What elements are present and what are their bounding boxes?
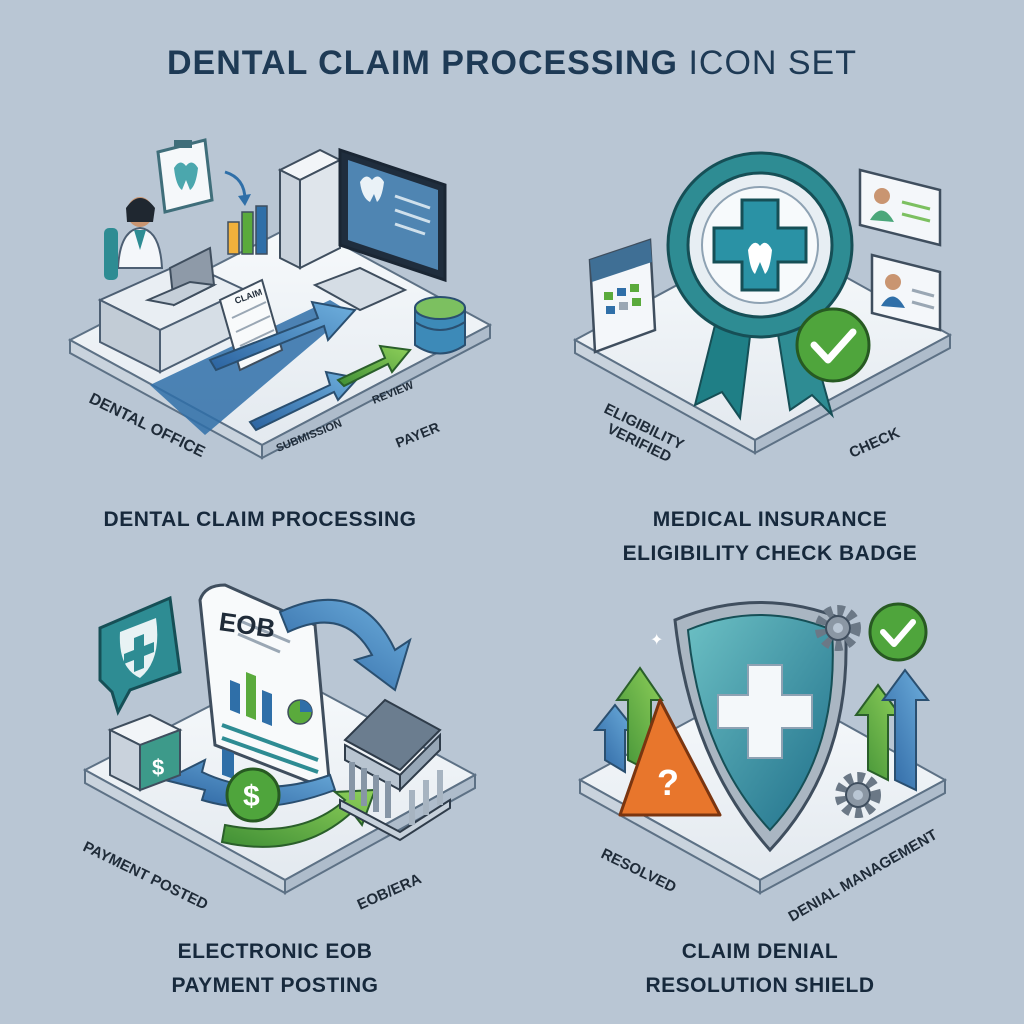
check-circle-icon — [868, 602, 928, 662]
id-card-icon-2 — [870, 253, 942, 332]
eob-era-label: EOB/ERA — [355, 870, 425, 913]
warning-triangle-icon: ? — [618, 698, 722, 817]
svg-text:?: ? — [657, 762, 679, 803]
page-title: DENTAL CLAIM PROCESSING ICON SET — [0, 44, 1024, 83]
payer-label: PAYER — [393, 419, 442, 451]
shield-icon — [673, 601, 848, 853]
icon-dental-claim-processing: CLAIM DENTAL OFFICE SUBMISSION REVIEW PA… — [67, 138, 493, 461]
payment-posted-label: PAYMENT POSTED — [80, 838, 210, 913]
caption-line: ELIGIBILITY CHECK BADGE — [622, 542, 918, 565]
dollar-sign-icon: $ — [152, 755, 164, 780]
bank-icon — [339, 698, 451, 842]
check-label: CHECK — [847, 424, 903, 461]
database-icon — [414, 296, 466, 355]
caption-line: MEDICAL INSURANCE — [652, 508, 888, 531]
caption-line: RESOLUTION SHIELD — [645, 974, 875, 997]
calendar-icon — [588, 238, 657, 354]
icon-eob-payment-posting: EOB $ $ PAYMENT POSTED EOB/ERA — [80, 583, 478, 914]
gear-icon — [815, 605, 861, 651]
tooth-clipboard — [156, 138, 214, 214]
gear-icon-2 — [835, 772, 881, 818]
icon-denial-resolution-shield: ? ✦ RESOLVED DENIAL MANAGEMENT — [577, 601, 948, 925]
caption-line: DENTAL CLAIM PROCESSING — [103, 508, 417, 531]
cash-register-icon — [107, 713, 183, 792]
caption-line: ELECTRONIC EOB — [177, 940, 373, 963]
page-title-light: ICON SET — [688, 44, 858, 82]
caption-line: CLAIM DENIAL — [681, 940, 839, 963]
caption-eob-payment-posting: ELECTRONIC EOB PAYMENT POSTING — [40, 935, 510, 1003]
svg-text:$: $ — [243, 780, 260, 813]
icon-eligibility-badge: ELIGIBILITY VERIFIED CHECK — [572, 151, 953, 466]
caption-line: PAYMENT POSTING — [171, 974, 379, 997]
resolved-label: RESOLVED — [598, 845, 679, 896]
caption-dental-claim-processing: DENTAL CLAIM PROCESSING — [40, 503, 480, 537]
page-title-bold: DENTAL CLAIM PROCESSING — [166, 44, 678, 82]
dentist-figure — [104, 197, 164, 280]
badge-rosette — [666, 151, 854, 339]
eob-document — [198, 583, 332, 793]
caption-eligibility-badge: MEDICAL INSURANCE ELIGIBILITY CHECK BADG… — [540, 503, 1000, 571]
bar-chart-icon — [227, 205, 268, 255]
id-card-icon — [858, 168, 942, 247]
sparkle-icon: ✦ — [650, 632, 663, 649]
check-badge-icon — [795, 307, 871, 383]
dollar-coin-icon: $ — [225, 767, 281, 823]
monitor-icon — [338, 147, 447, 283]
caption-denial-resolution-shield: CLAIM DENIAL RESOLUTION SHIELD — [530, 935, 990, 1003]
shield-bubble-icon — [98, 595, 182, 716]
